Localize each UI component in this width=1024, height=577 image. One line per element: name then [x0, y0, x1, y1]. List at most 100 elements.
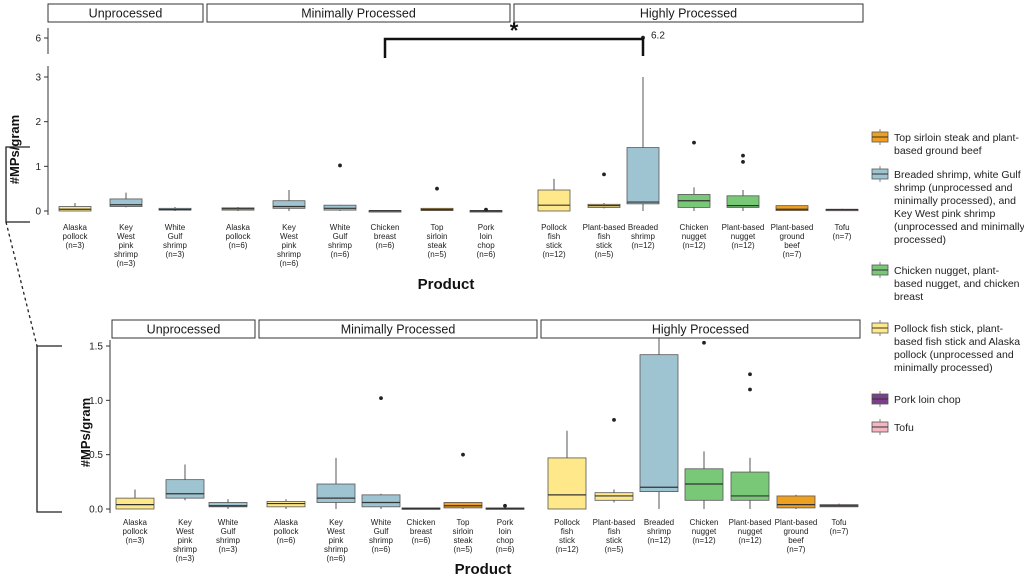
bottom-category-label: (n=7)	[830, 527, 849, 536]
bottom-category-label: West	[176, 527, 195, 536]
bottom-outlier	[748, 372, 752, 377]
top-box-body	[775, 205, 809, 211]
bottom-category-label: pollock	[123, 527, 149, 536]
legend-item-beef: Top sirloin steak and plant-based ground…	[871, 129, 1019, 157]
bottom-box-body	[776, 495, 816, 509]
bottom-box-15: Tofu(n=7)	[819, 503, 859, 536]
top-category-label: breast	[374, 232, 397, 241]
bottom-category-label: Alaska	[274, 518, 299, 527]
top-box-body	[323, 204, 357, 211]
top-category-label: Alaska	[226, 223, 251, 232]
bottom-category-label: (n=6)	[412, 536, 431, 545]
top-category-label: nugget	[731, 232, 756, 241]
bottom-category-label: Plant-based	[729, 518, 772, 527]
outlier-value-label: 6.2	[651, 31, 665, 42]
bottom-category-label: shrimp	[369, 536, 394, 545]
bottom-category-label: shrimp	[173, 545, 198, 554]
legend-label: Tofu	[894, 422, 914, 434]
top-category-label: (n=5)	[428, 250, 447, 259]
bottom-category-label: Chicken	[407, 518, 436, 527]
bottom-category-label: (n=12)	[692, 536, 716, 545]
bottom-category-label: White	[371, 518, 392, 527]
bottom-category-label: stick	[606, 536, 623, 545]
legend: Top sirloin steak and plant-based ground…	[871, 129, 1024, 435]
top-category-label: pink	[282, 241, 298, 250]
bottom-category-label: Pollock	[554, 518, 581, 527]
top-category-label: nugget	[682, 232, 707, 241]
bottom-category-label: chop	[496, 536, 514, 545]
bottom-category-label: sirloin	[453, 527, 474, 536]
legend-label: Key West pink shrimp	[894, 208, 995, 220]
bottom-ytick-label: 0.5	[89, 450, 103, 461]
top-category-label: Chicken	[680, 223, 709, 232]
top-box-15: Tofu(n=7)	[825, 208, 859, 241]
top-category-label: steak	[427, 241, 447, 250]
bottom-category-label: Tofu	[831, 518, 846, 527]
top-category-label: West	[117, 232, 136, 241]
legend-label: Breaded shrimp, white Gulf	[894, 169, 1021, 181]
legend-label: Pork loin chop	[894, 394, 961, 406]
bottom-category-label: loin	[499, 527, 511, 536]
top-category-label: (n=3)	[66, 241, 85, 250]
bottom-category-label: (n=12)	[647, 536, 671, 545]
bottom-box-body	[361, 494, 401, 508]
top-box-body	[726, 195, 760, 208]
top-category-label: Gulf	[168, 232, 183, 241]
bottom-category-label: White	[218, 518, 239, 527]
bottom-box-body	[316, 483, 356, 503]
bottom-category-label: stick	[559, 536, 576, 545]
top-category-label: Plant-based	[583, 223, 626, 232]
legend-label: based fish stick and Alaska	[894, 336, 1020, 348]
top-outlier	[602, 172, 606, 177]
top-category-label: shrimp	[328, 241, 353, 250]
bottom-category-label: pink	[329, 536, 345, 545]
top-outlier	[435, 186, 439, 191]
bottom-outlier	[503, 503, 507, 508]
bottom-outlier	[612, 417, 616, 422]
bottom-category-label: Top	[457, 518, 470, 527]
bottom-strip-2	[540, 319, 861, 339]
bottom-category-label: Key	[178, 518, 192, 527]
top-strip-label-1: Minimally Processed	[301, 7, 416, 21]
legend-item-chicken: Chicken nugget, plant-based nugget, and …	[871, 262, 1020, 303]
top-strip-label-0: Unprocessed	[89, 7, 163, 21]
bottom-category-label: (n=5)	[605, 545, 624, 554]
bottom-category-label: ground	[784, 527, 809, 536]
top-category-label: shrimp	[631, 232, 656, 241]
bottom-category-label: pollock	[274, 527, 300, 536]
bottom-category-label: Chicken	[690, 518, 719, 527]
top-y-axis-title: #MPs/gram	[7, 115, 22, 184]
bottom-category-label: (n=3)	[126, 536, 145, 545]
bottom-category-label: (n=6)	[372, 545, 391, 554]
top-category-label: Gulf	[333, 232, 348, 241]
bottom-ytick-label: 1.0	[89, 396, 103, 407]
top-category-label: (n=12)	[542, 250, 566, 259]
bottom-category-label: fish	[608, 527, 620, 536]
top-category-label: Key	[282, 223, 296, 232]
legend-item-pork: Pork loin chop	[871, 391, 961, 407]
bottom-category-label: Alaska	[123, 518, 148, 527]
bottom-category-label: Breaded	[644, 518, 674, 527]
bottom-category-label: (n=12)	[738, 536, 762, 545]
bottom-category-label: Pork	[497, 518, 514, 527]
top-category-label: pollock	[226, 232, 252, 241]
top-category-label: beef	[784, 241, 800, 250]
top-category-label: ground	[780, 232, 805, 241]
significance-bracket	[383, 37, 645, 58]
